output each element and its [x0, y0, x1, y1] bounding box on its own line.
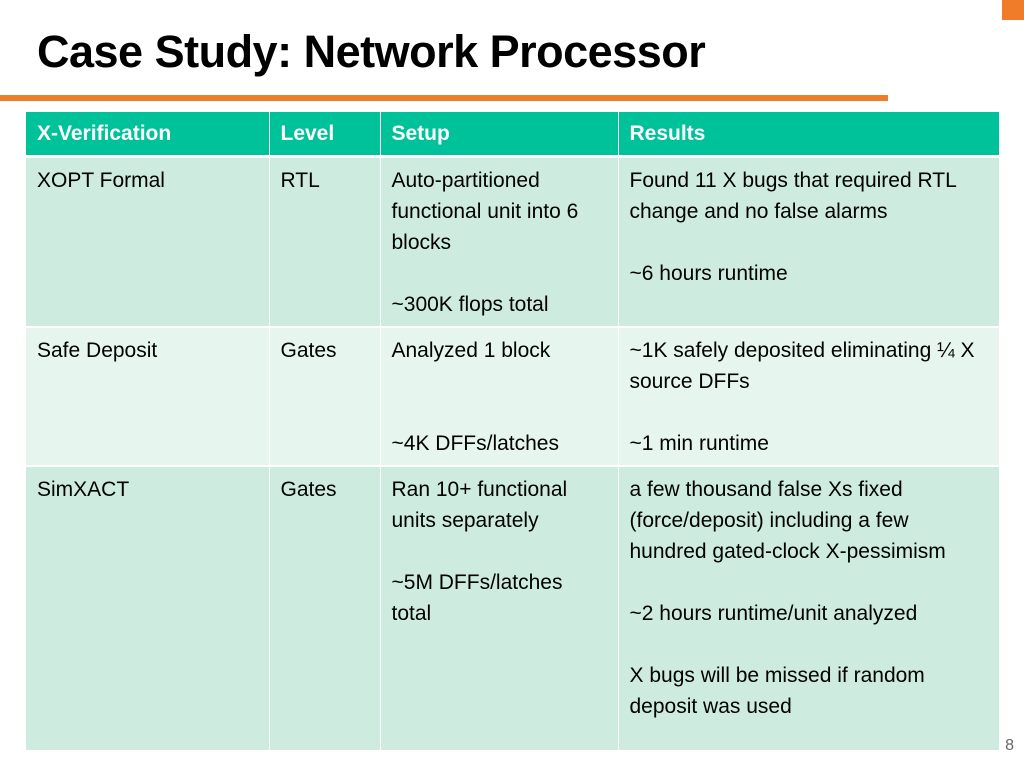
- cell-level: RTL: [269, 156, 381, 328]
- table-header-row: X-Verification Level Setup Results: [26, 112, 999, 158]
- cell-setup: Analyzed 1 block ~4K DFFs/latches: [380, 327, 619, 467]
- cell-results: ~1K safely deposited eliminating ¼ X sou…: [618, 327, 999, 467]
- header-results: Results: [618, 112, 999, 158]
- title-underline: [0, 95, 888, 101]
- cell-results: a few thousand false Xs fixed (force/dep…: [618, 466, 999, 752]
- header-setup: Setup: [380, 112, 619, 158]
- cell-method: XOPT Formal: [26, 156, 270, 328]
- cell-level: Gates: [269, 466, 381, 752]
- cell-text: SimXACT: [37, 478, 130, 501]
- cell-setup: Ran 10+ functional units separately ~5M …: [380, 466, 619, 752]
- table-row: Safe Deposit Gates Analyzed 1 block ~4K …: [26, 327, 999, 467]
- cell-setup: Auto-partitioned functional unit into 6 …: [380, 156, 619, 328]
- cell-level: Gates: [269, 327, 381, 467]
- cell-text: Analyzed 1 block ~4K DFFs/latches: [391, 339, 559, 455]
- cell-text: Gates: [280, 339, 337, 362]
- cell-method: Safe Deposit: [26, 327, 270, 467]
- cell-text: Ran 10+ functional units separately ~5M …: [391, 478, 568, 625]
- header-level: Level: [269, 112, 381, 158]
- cell-method: SimXACT: [26, 466, 270, 752]
- cell-text: RTL: [280, 169, 320, 192]
- table-row: SimXACT Gates Ran 10+ functional units s…: [26, 466, 999, 752]
- slide-title: Case Study: Network Processor: [37, 26, 706, 77]
- cell-text: Gates: [280, 478, 337, 501]
- slide-number: 8: [1005, 737, 1014, 754]
- cell-results: Found 11 X bugs that required RTL change…: [618, 156, 999, 328]
- results-table-container: X-Verification Level Setup Results XOPT …: [26, 112, 999, 752]
- cell-text: Safe Deposit: [37, 339, 158, 362]
- cell-text: XOPT Formal: [37, 169, 165, 192]
- header-x-verification: X-Verification: [26, 112, 270, 158]
- table-row: XOPT Formal RTL Auto-partitioned functio…: [26, 156, 999, 328]
- cell-text: Found 11 X bugs that required RTL change…: [629, 169, 956, 285]
- corner-accent-mark: [1002, 0, 1024, 20]
- cell-text: Auto-partitioned functional unit into 6 …: [391, 169, 579, 316]
- cell-text: a few thousand false Xs fixed (force/dep…: [629, 478, 946, 718]
- results-table: X-Verification Level Setup Results XOPT …: [26, 112, 999, 752]
- cell-text: ~1K safely deposited eliminating ¼ X sou…: [629, 339, 975, 455]
